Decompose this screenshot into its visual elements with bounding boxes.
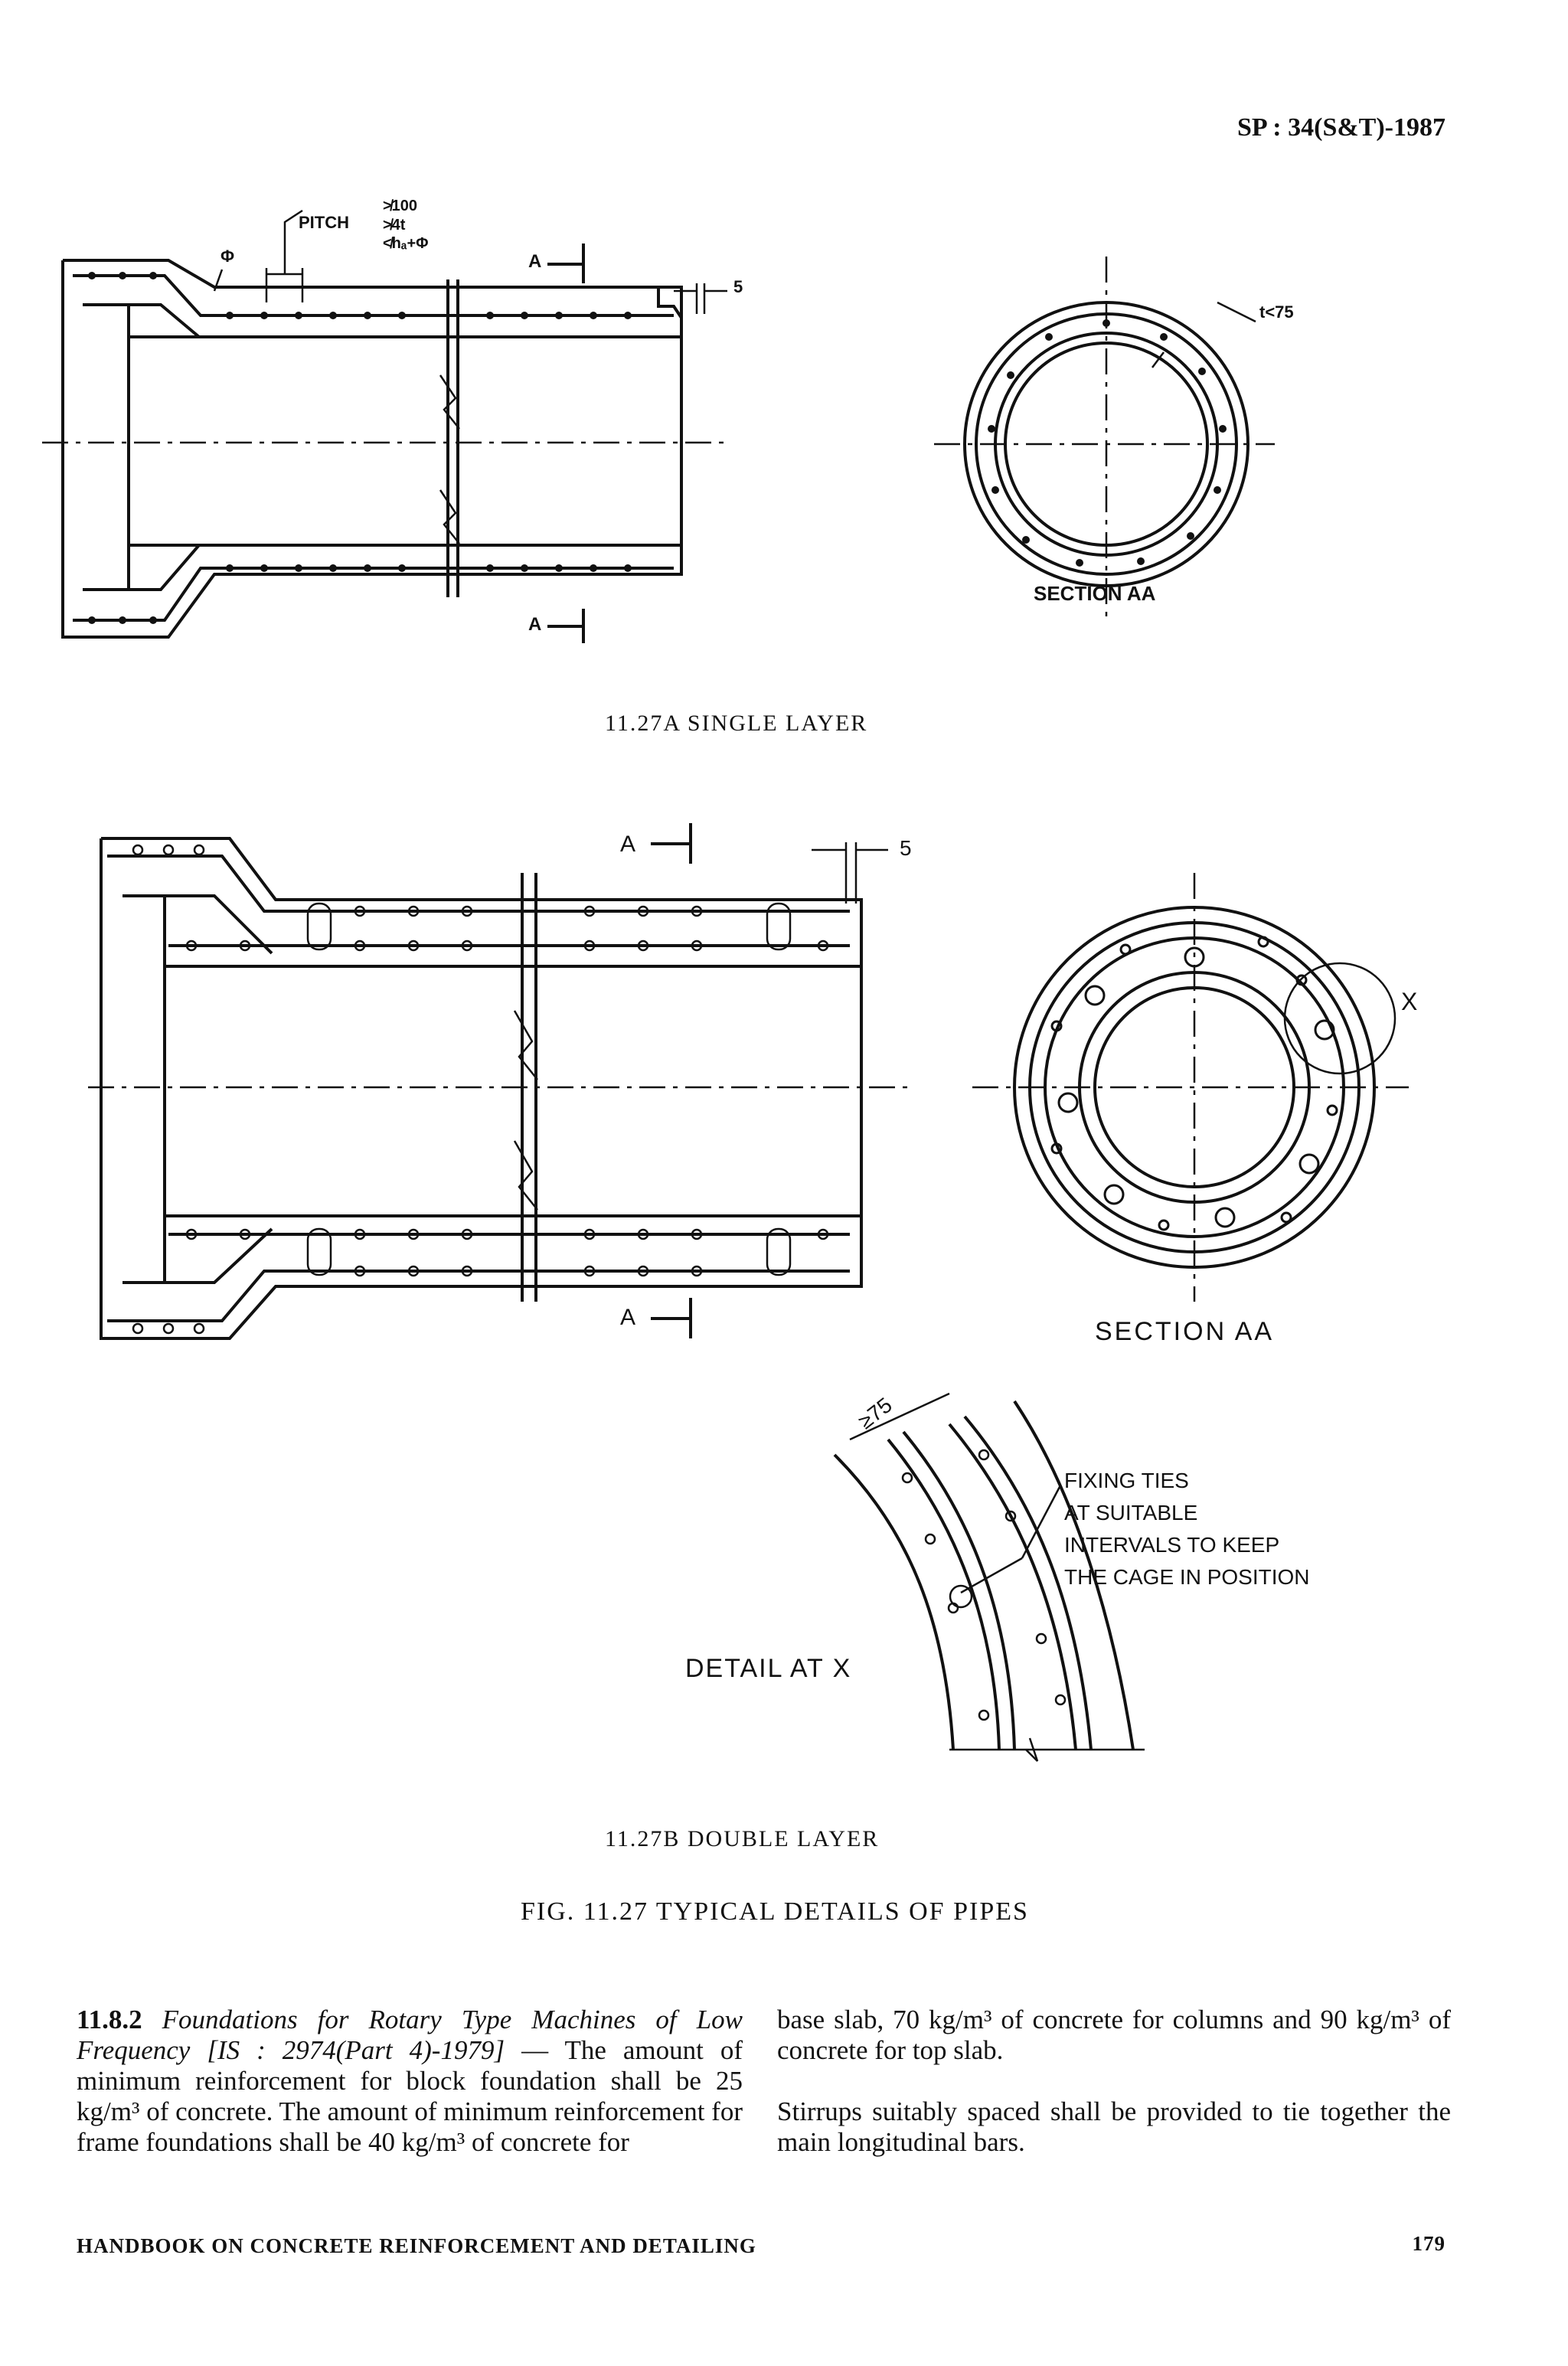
double-layer-section-ties xyxy=(1050,936,1338,1231)
gap-dimension-5-b xyxy=(812,842,888,904)
page-number: 179 xyxy=(1412,2232,1446,2255)
detail-marker-x: X xyxy=(1401,988,1418,1015)
pitch-condition-3: ≮hₐ+Φ xyxy=(383,235,429,252)
single-layer-section-aa xyxy=(934,257,1275,620)
detail-bar-dots xyxy=(901,1449,1067,1721)
double-layer-bar-dots xyxy=(132,844,829,1335)
section-marker-a-bottom-b xyxy=(651,1298,692,1338)
single-layer-section-bars xyxy=(988,319,1227,567)
standard-reference: SP : 34(S&T)-1987 xyxy=(1237,113,1446,142)
caption-single-layer: 11.27A SINGLE LAYER xyxy=(605,711,868,736)
single-layer-bar-dots xyxy=(88,272,632,624)
section-title: Foundations for Rotary Type Machines of … xyxy=(77,2005,743,2065)
single-layer-pipe-elevation xyxy=(61,259,683,639)
section-aa-label-b: SECTION AA xyxy=(1095,1317,1275,1346)
pitch-condition-1: ≯100 xyxy=(383,198,418,214)
section-marker-bottom-label: A xyxy=(528,614,542,635)
pitch-label: PITCH xyxy=(299,213,349,232)
section-marker-top-label-b: A xyxy=(620,832,636,857)
pitch-dimension xyxy=(213,209,304,302)
double-layer-section-aa xyxy=(972,873,1409,1302)
section-marker-bottom-label-b: A xyxy=(620,1305,636,1330)
footer-title: HANDBOOK ON CONCRETE REINFORCEMENT AND D… xyxy=(77,2234,756,2257)
fixing-ties-note-4: THE CAGE IN POSITION xyxy=(1064,1565,1310,1589)
gap-label: 5 xyxy=(733,277,743,296)
section-marker-top-label: A xyxy=(528,251,542,272)
caption-double-layer: 11.27B DOUBLE LAYER xyxy=(605,1826,880,1851)
phi-label: Φ xyxy=(220,247,235,266)
double-layer-pipe-elevation xyxy=(100,837,863,1340)
fixing-ties-note-1: FIXING TIES xyxy=(1064,1469,1189,1492)
gap-label-b: 5 xyxy=(900,836,912,860)
gap-dimension-5 xyxy=(674,283,727,314)
detail-at-x-label: DETAIL AT X xyxy=(685,1654,852,1683)
figure-caption: FIG. 11.27 TYPICAL DETAILS OF PIPES xyxy=(521,1897,1029,1926)
pitch-condition-2: ≯4t xyxy=(383,217,406,234)
body-right-column-2: Stirrups suitably spaced shall be provid… xyxy=(777,2096,1451,2157)
left-column-text: — The amount of minimum reinforcement fo… xyxy=(77,2035,743,2157)
fixing-ties-note-3: INTERVALS TO KEEP xyxy=(1064,1533,1280,1557)
fixing-ties-note-2: AT SUITABLE xyxy=(1064,1501,1198,1525)
body-left-column: 11.8.2 Foundations for Rotary Type Machi… xyxy=(77,2005,743,2158)
section-marker-a-top-b xyxy=(651,823,692,864)
cover-label: t<75 xyxy=(1259,302,1294,322)
section-marker-a-bottom xyxy=(547,609,585,643)
section-marker-a-top xyxy=(547,243,585,283)
section-aa-label-a: SECTION AA xyxy=(1034,582,1156,605)
detail-at-x-drawing xyxy=(833,1392,1145,1762)
section-number: 11.8.2 xyxy=(77,2005,142,2034)
body-right-column-1: base slab, 70 kg/m³ of concrete for colu… xyxy=(777,2005,1451,2065)
